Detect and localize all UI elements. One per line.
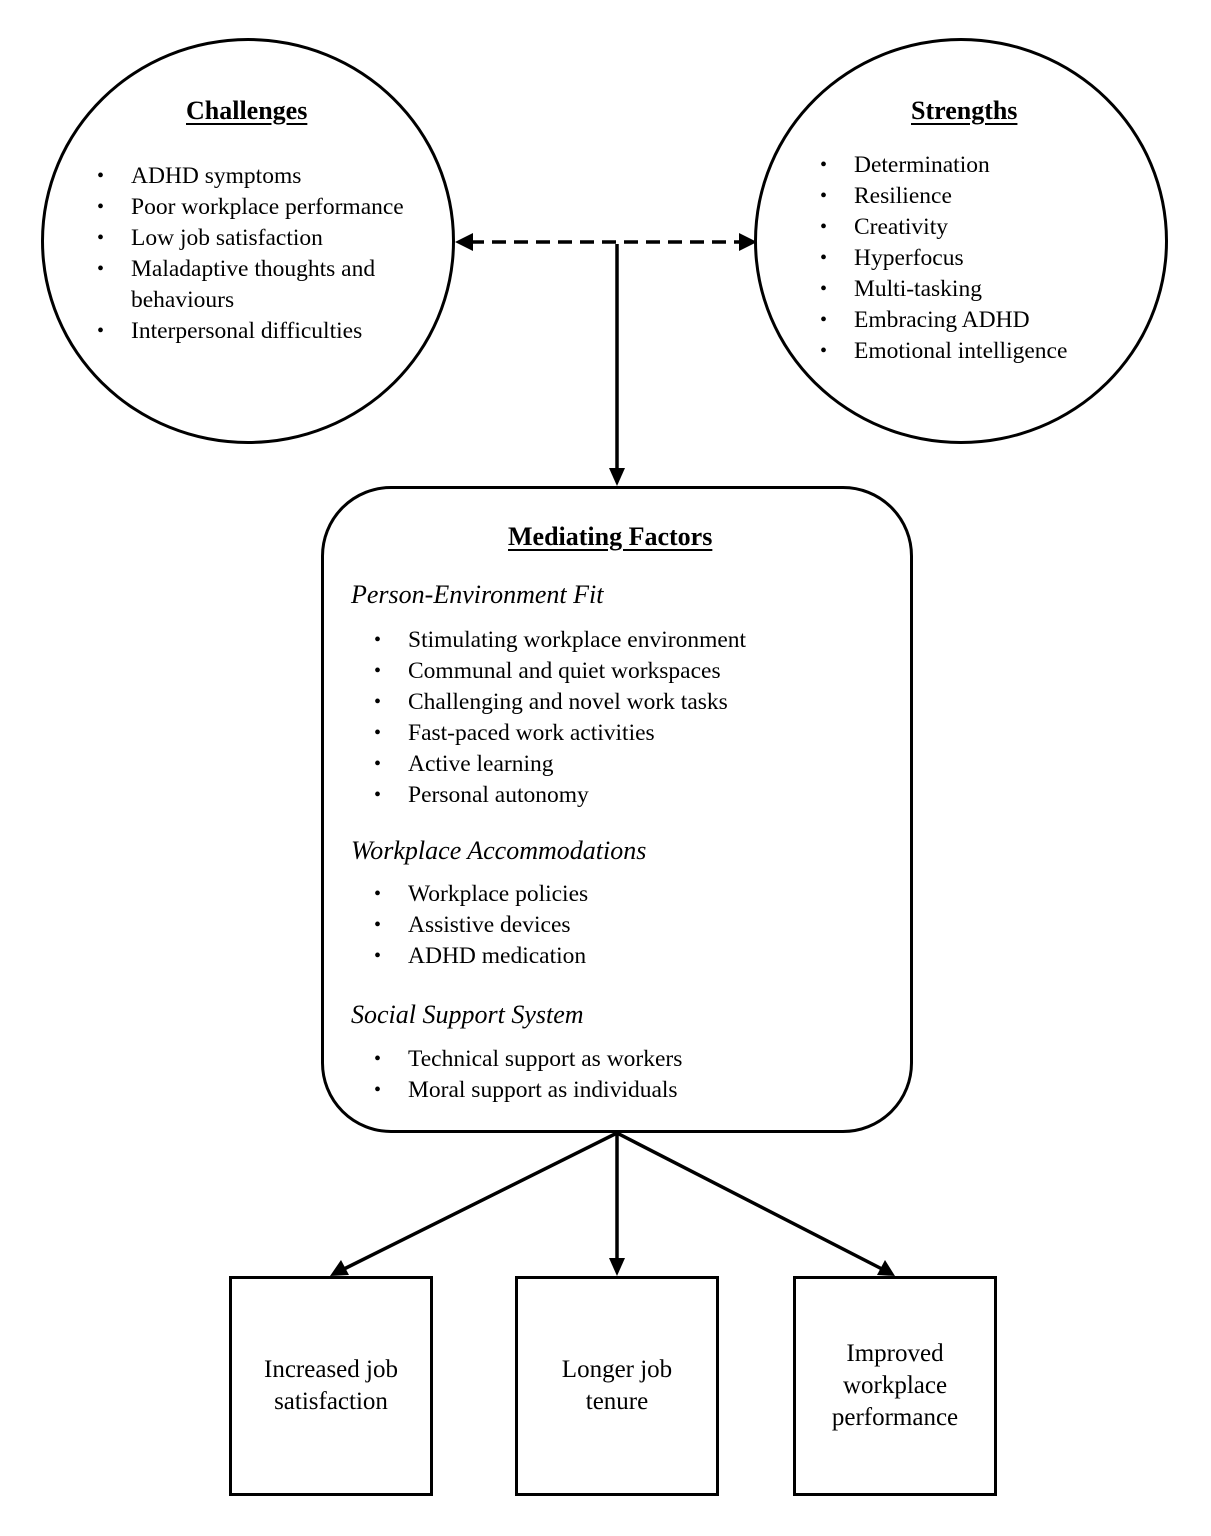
outcome-box-job-satisfaction: Increased job satisfaction [229,1276,433,1496]
dashed-arrowhead-left [455,233,473,251]
list-item: Creativity [820,212,1067,243]
list-item: Poor workplace performance [97,192,442,223]
challenges-title: Challenges [186,96,308,125]
list-item: Determination [820,150,1067,181]
list-item: Interpersonal difficulties [97,316,442,347]
person-environment-list: Stimulating workplace environment Commun… [374,625,746,811]
mediating-title: Mediating Factors [508,522,713,551]
group-label-social-support: Social Support System [351,1000,584,1029]
list-item: Communal and quiet workspaces [374,656,746,687]
challenges-list: ADHD symptoms Poor workplace performance… [97,161,442,347]
list-item: ADHD medication [374,941,588,972]
list-item: Low job satisfaction [97,223,442,254]
list-item: Active learning [374,749,746,780]
arrowhead-outcome-2 [609,1258,625,1276]
social-support-list: Technical support as workers Moral suppo… [374,1044,682,1106]
list-item: Technical support as workers [374,1044,682,1075]
strengths-list: Determination Resilience Creativity Hype… [820,150,1067,367]
list-item: ADHD symptoms [97,161,442,192]
arrowhead-to-mediating [609,468,625,486]
outcome-label: Improved workplace performance [831,1340,959,1431]
outcome-box-job-tenure: Longer job tenure [515,1276,719,1496]
arrow-to-outcome-1 [343,1131,618,1271]
strengths-title: Strengths [911,96,1018,125]
list-item: Hyperfocus [820,243,1067,274]
group-label-person-environment: Person-Environment Fit [351,580,604,609]
list-item: Embracing ADHD [820,305,1067,336]
list-item: Assistive devices [374,910,588,941]
outcome-label: Longer job tenure [561,1356,673,1415]
list-item: Resilience [820,181,1067,212]
list-item: Stimulating workplace environment [374,625,746,656]
outcome-label: Increased job satisfaction [264,1356,398,1415]
arrowhead-outcome-3 [877,1260,895,1276]
arrow-to-outcome-3 [616,1131,883,1271]
list-item: Maladaptive thoughts and behaviours [97,254,431,316]
list-item: Workplace policies [374,879,588,910]
list-item: Fast-paced work activities [374,718,746,749]
list-item: Multi-tasking [820,274,1067,305]
list-item: Personal autonomy [374,780,746,811]
dashed-arrowhead-right [739,233,757,251]
outcome-box-workplace-performance: Improved workplace performance [793,1276,997,1496]
list-item: Emotional intelligence [820,336,1067,367]
accommodations-list: Workplace policies Assistive devices ADH… [374,879,588,972]
arrowhead-outcome-1 [330,1260,349,1276]
list-item: Challenging and novel work tasks [374,687,746,718]
group-label-accommodations: Workplace Accommodations [351,836,647,865]
list-item: Moral support as individuals [374,1075,682,1106]
